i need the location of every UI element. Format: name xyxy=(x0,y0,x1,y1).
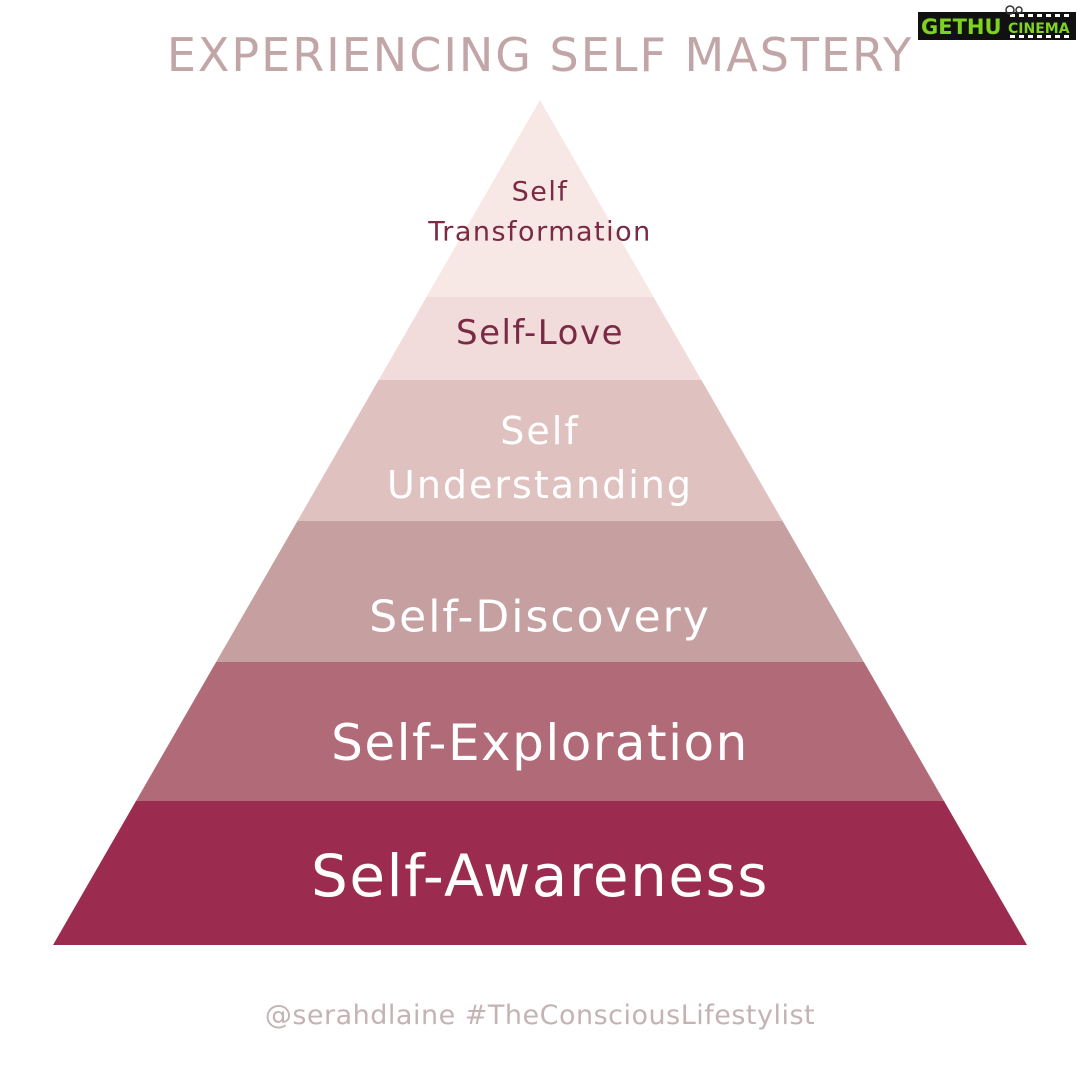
pyramid-level-3-label: Understanding xyxy=(387,463,693,507)
pyramid-level-6-label: Self-Awareness xyxy=(311,842,769,910)
footer-credit: @serahdlaine #TheConsciousLifestylist xyxy=(264,1000,816,1031)
pyramid-level-4-label: Self-Discovery xyxy=(369,592,711,643)
film-reel-icon xyxy=(1005,5,1023,15)
pyramid-level-5 xyxy=(136,662,944,801)
logo-text-gethu: GETHU xyxy=(921,15,1002,39)
pyramid-level-5-label: Self-Exploration xyxy=(331,714,749,772)
logo-text-cinema: CINEMA xyxy=(1008,21,1070,37)
logo-backplate xyxy=(918,12,1018,40)
pyramid-level-1-label: Transformation xyxy=(427,217,652,248)
pyramid-level-3 xyxy=(297,380,783,521)
pyramid-level-2-label: Self-Love xyxy=(456,313,624,353)
watermark-logo: GETHU CINEMA xyxy=(918,5,1076,40)
pyramid-level-4 xyxy=(216,521,864,662)
pyramid-level-3-label: Self xyxy=(500,409,579,453)
pyramid-level-2 xyxy=(378,297,702,380)
pyramid-level-6 xyxy=(53,801,1027,945)
film-strip-holes xyxy=(1010,14,1069,38)
pyramid-level-1-label: Self xyxy=(512,177,569,208)
page-title: EXPERIENCING SELF MASTERY xyxy=(166,28,914,82)
pyramid-level-1 xyxy=(426,100,654,297)
